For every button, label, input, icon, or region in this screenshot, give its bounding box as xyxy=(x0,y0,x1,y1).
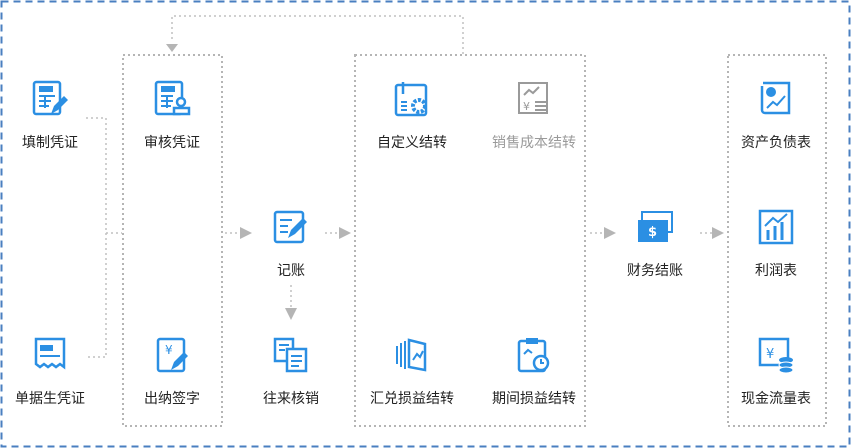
node-close[interactable]: $ 财务结账 xyxy=(595,208,715,280)
exchange-icon xyxy=(396,338,427,372)
node-fx-carry[interactable]: 汇兑损益结转 xyxy=(352,336,472,408)
cashier-sign-icon: ¥ xyxy=(156,337,188,373)
node-label: 审核凭证 xyxy=(144,135,200,151)
node-cashflow[interactable]: ¥ 现金流量表 xyxy=(716,336,836,408)
fill-connector xyxy=(86,117,107,358)
node-label: 财务结账 xyxy=(627,263,683,279)
voucher-stamp-icon xyxy=(154,80,191,116)
carry-group-box xyxy=(354,54,586,427)
node-audit-voucher[interactable]: 审核凭证 xyxy=(112,80,232,152)
receipt-voucher-icon xyxy=(34,337,66,370)
node-posting[interactable]: 记账 xyxy=(231,208,351,280)
node-sales-cost-carry[interactable]: ¥ 销售成本结转 xyxy=(474,80,594,152)
balance-sheet-icon xyxy=(760,81,791,115)
node-label: 自定义结转 xyxy=(377,135,447,151)
node-label: 期间损益结转 xyxy=(492,391,576,407)
node-label: 往来核销 xyxy=(263,391,319,407)
node-label: 单据生凭证 xyxy=(15,391,85,407)
node-label: 资产负债表 xyxy=(741,135,811,151)
money-bills-icon: $ xyxy=(638,211,673,242)
node-reconcile[interactable]: 往来核销 xyxy=(231,336,351,408)
node-custom-carry[interactable]: 自定义结转 xyxy=(352,80,472,152)
sales-cost-chart-icon: ¥ xyxy=(518,82,548,114)
voucher-edit-icon xyxy=(32,80,68,116)
node-fill-voucher[interactable]: 填制凭证 xyxy=(0,80,110,152)
loop-connector xyxy=(171,15,464,54)
node-label: 记账 xyxy=(277,263,305,279)
node-label: 填制凭证 xyxy=(22,135,78,151)
svg-text:¥: ¥ xyxy=(165,343,173,357)
node-cashier-sign[interactable]: ¥ 出纳签字 xyxy=(112,336,232,408)
reconcile-icon xyxy=(273,337,308,373)
node-doc-voucher[interactable]: 单据生凭证 xyxy=(0,336,110,408)
posting-edit-icon xyxy=(273,210,307,244)
node-label: 出纳签字 xyxy=(144,391,200,407)
node-label: 销售成本结转 xyxy=(492,135,576,151)
profit-chart-icon xyxy=(758,209,794,245)
node-label: 利润表 xyxy=(755,263,797,279)
cash-coins-icon: ¥ xyxy=(758,337,794,374)
node-income[interactable]: 利润表 xyxy=(716,208,836,280)
custom-settings-icon xyxy=(394,82,428,117)
period-clock-icon xyxy=(517,338,550,373)
node-label: 汇兑损益结转 xyxy=(370,391,454,407)
svg-text:¥: ¥ xyxy=(766,347,774,362)
svg-text:¥: ¥ xyxy=(523,100,530,113)
node-label: 现金流量表 xyxy=(741,391,811,407)
loop-arrowhead xyxy=(166,44,178,52)
node-balance-sheet[interactable]: 资产负债表 xyxy=(716,80,836,152)
svg-text:$: $ xyxy=(648,225,657,240)
node-period-carry[interactable]: 期间损益结转 xyxy=(474,336,594,408)
